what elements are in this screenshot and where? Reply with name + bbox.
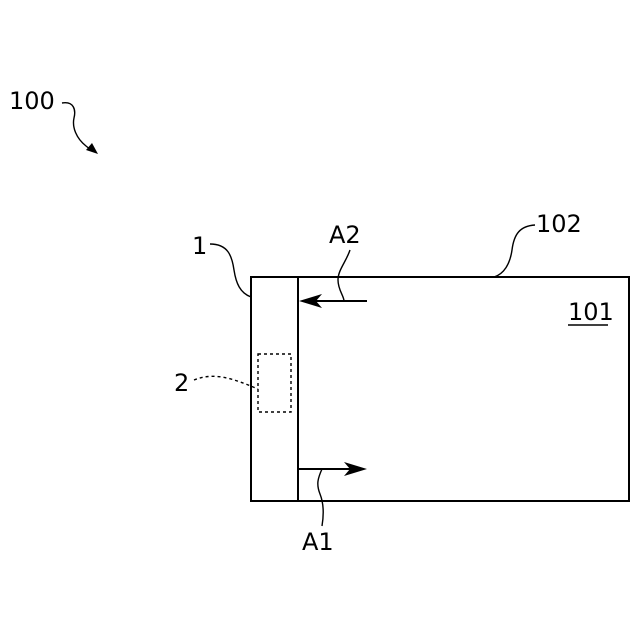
side-panel-label: 1 — [192, 232, 207, 260]
device-ref-label: 100 — [9, 87, 55, 115]
arrow-a1-leader — [318, 469, 323, 526]
device-leader-arrowhead — [86, 143, 98, 154]
component-leader — [194, 376, 258, 389]
arrow-a2-leader — [338, 250, 350, 301]
housing-outline-label: 102 — [536, 210, 582, 238]
device-leader-line — [62, 103, 91, 150]
component-box — [258, 354, 291, 412]
display-region-label: 101 — [568, 298, 614, 326]
housing-outline-leader — [494, 225, 535, 277]
side-panel-leader — [210, 244, 251, 297]
arrow-a2-label: A2 — [329, 221, 361, 249]
component-label: 2 — [174, 369, 189, 397]
arrow-a1-label: A1 — [302, 528, 334, 556]
